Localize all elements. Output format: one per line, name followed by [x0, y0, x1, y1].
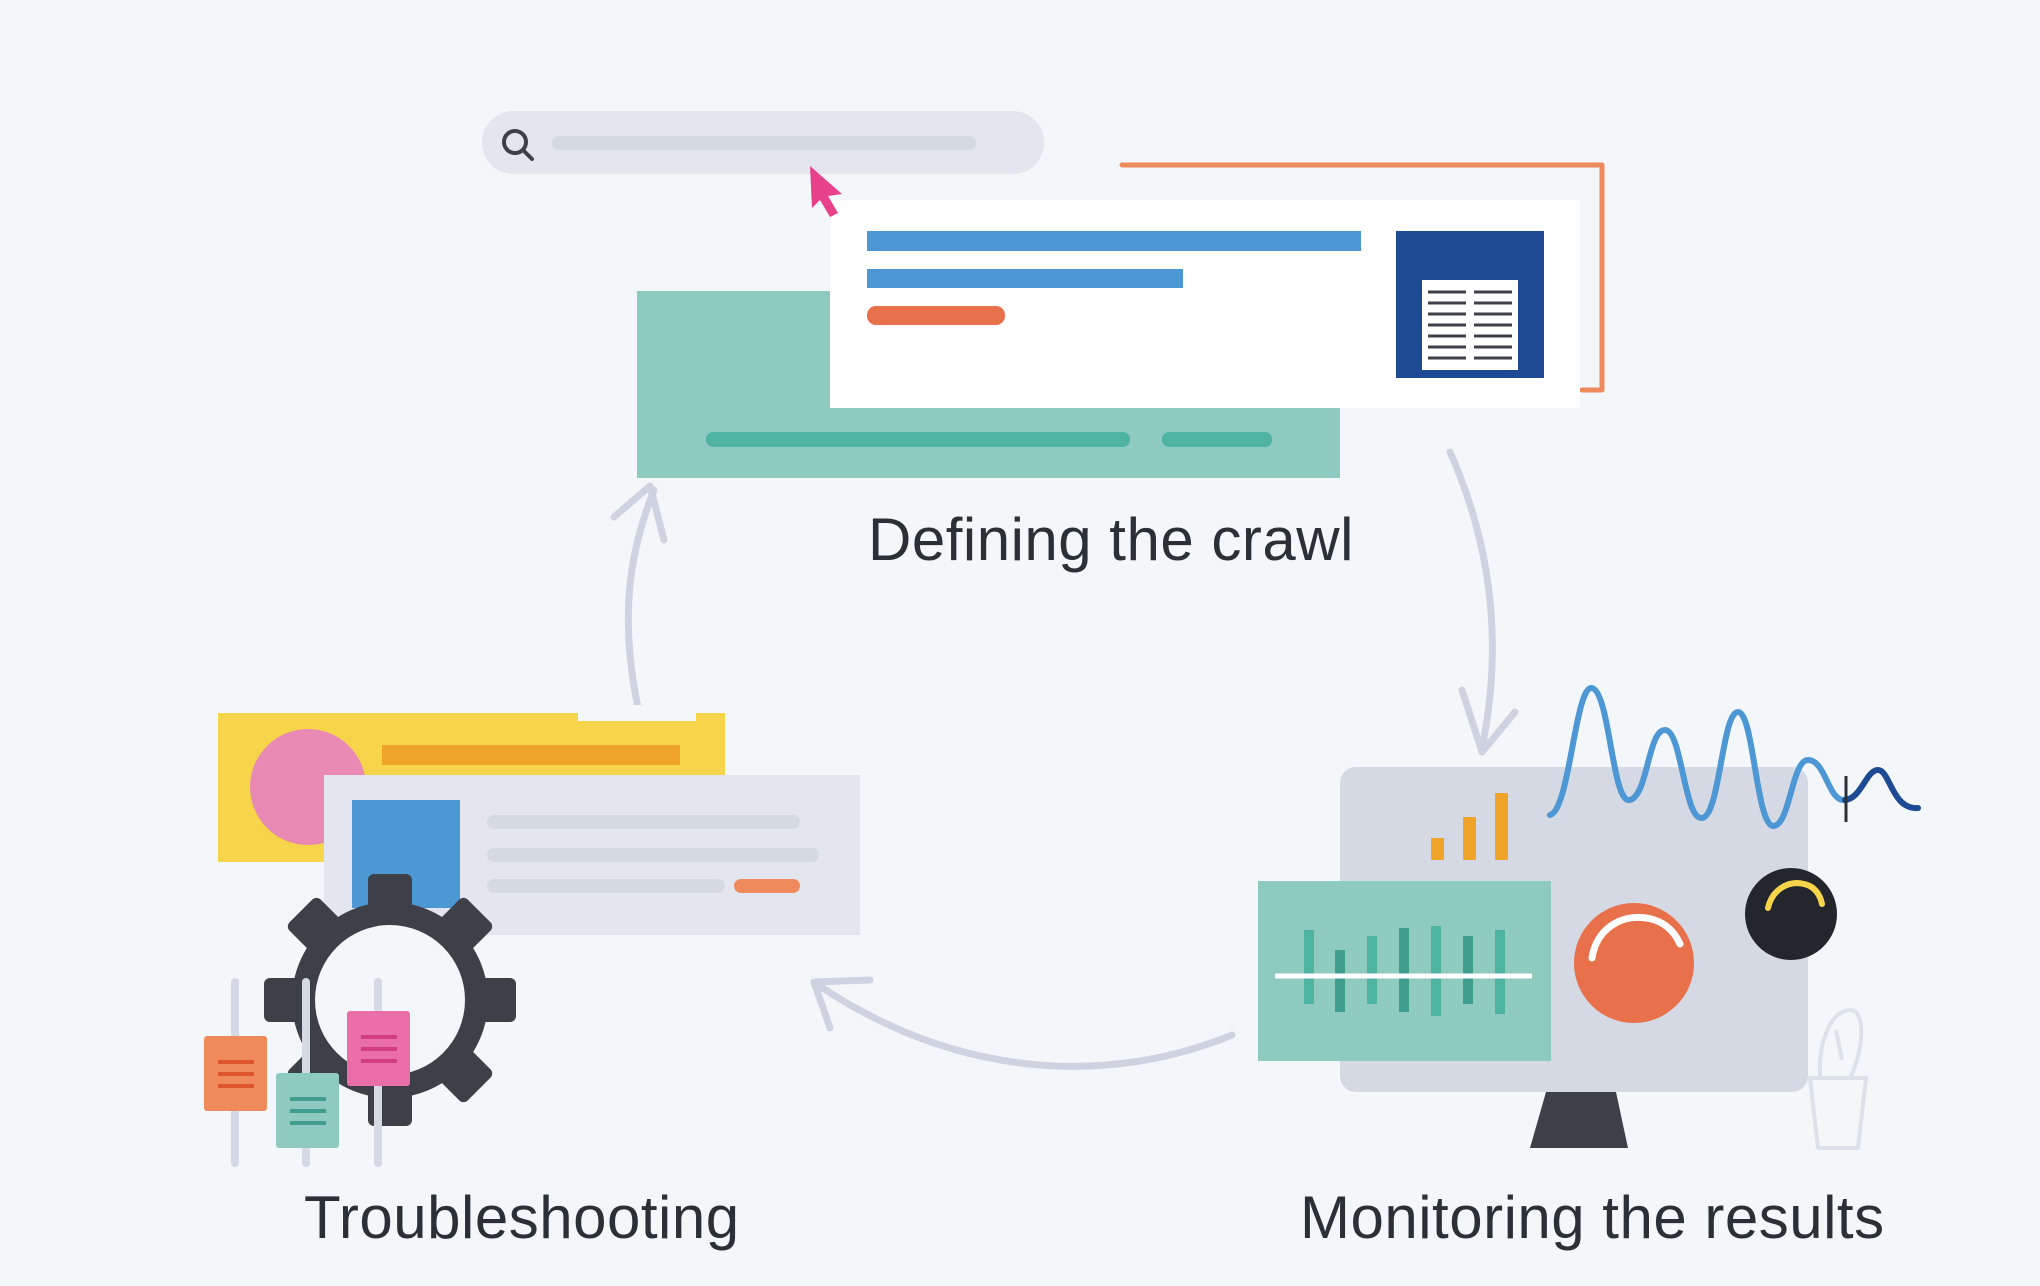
- gray-card-tag: [734, 879, 800, 893]
- white-card-line-1: [867, 231, 1361, 251]
- teal-card-line-2: [1162, 432, 1272, 447]
- monitor-stand: [1530, 1092, 1628, 1148]
- slider-handle-teal[interactable]: [276, 1073, 339, 1148]
- slider-handle-pink[interactable]: [347, 1011, 410, 1086]
- document-icon: [1396, 231, 1544, 378]
- stage-label-monitoring-the-results: Monitoring the results: [1300, 1184, 1885, 1251]
- cycle-arrows: [610, 448, 1519, 1070]
- cursor-icon: [810, 166, 842, 217]
- teal-card-line-1: [706, 432, 1130, 447]
- arrowhead-monitor-to-trouble: [810, 976, 874, 1032]
- white-card-tag: [867, 306, 1005, 325]
- yellow-card-line: [382, 745, 680, 765]
- white-card-line-2: [867, 269, 1183, 288]
- waveform-icon: [1547, 685, 1848, 829]
- gray-card-line-2: [487, 848, 819, 862]
- orange-bracket: [1119, 162, 1605, 393]
- search-icon: [502, 129, 534, 161]
- arrow-monitor-to-trouble: [814, 981, 1236, 1070]
- monitor-illustration: [1258, 685, 1921, 1150]
- gray-card-line-3: [487, 879, 725, 893]
- slider-handle-orange[interactable]: [204, 1036, 267, 1111]
- stage-label-defining-the-crawl: Defining the crawl: [868, 506, 1354, 573]
- gray-card-line-1: [487, 815, 800, 829]
- arrow-define-to-monitor: [1446, 448, 1496, 752]
- arrowhead-define-to-monitor: [1458, 686, 1519, 756]
- stage-label-troubleshooting: Troubleshooting: [304, 1184, 740, 1251]
- bar-chart-icon: [1431, 793, 1508, 860]
- arrow-trouble-to-define: [624, 486, 658, 712]
- trouble-illustration: [204, 705, 860, 1167]
- screen-bars: [1304, 926, 1505, 1016]
- plant-pot-icon: [1808, 1008, 1868, 1150]
- waveform-tail: [1842, 766, 1921, 811]
- search-input-placeholder: [552, 136, 976, 150]
- dial-button-icon[interactable]: [1574, 903, 1694, 1023]
- define-illustration: [482, 111, 1605, 478]
- knob-icon[interactable]: [1745, 868, 1837, 960]
- arrowhead-trouble-to-define: [610, 482, 668, 544]
- yellow-card-notch: [578, 705, 696, 721]
